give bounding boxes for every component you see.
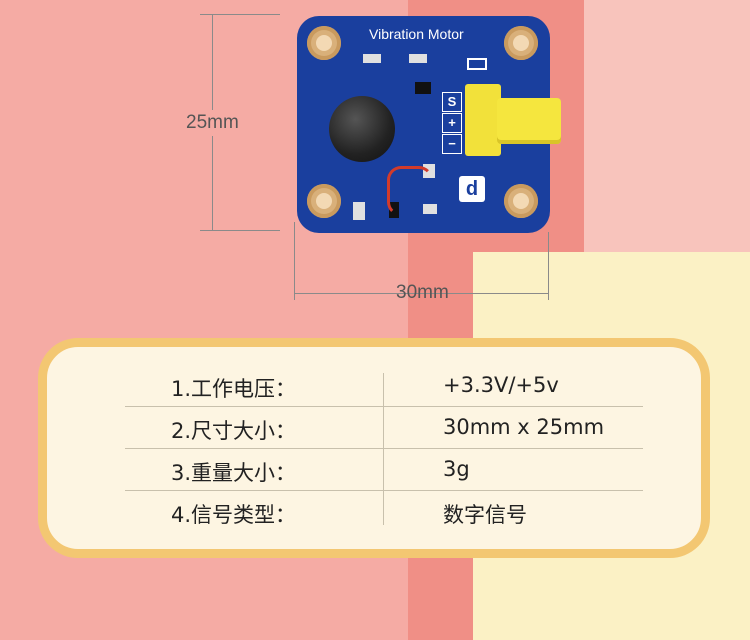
led — [467, 58, 487, 70]
spec-value: +3.3V/+5v — [443, 373, 559, 397]
spec-card: 1.工作电压： +3.3V/+5v 2.尺寸大小： 30mm x 25mm 3.… — [38, 338, 710, 558]
mounting-hole-top-right — [504, 26, 538, 60]
transistor — [415, 82, 431, 94]
spec-value: 数字信号 — [443, 503, 527, 527]
spec-label: 2.尺寸大小： — [171, 419, 297, 443]
resistor — [363, 54, 381, 63]
spec-row: 3.重量大小： 3g — [125, 449, 643, 491]
width-dimension-label: 30mm — [396, 282, 449, 303]
board-title: Vibration Motor — [369, 26, 464, 42]
height-dimension-label: 25mm — [186, 110, 239, 136]
width-dimension-left-tick — [294, 222, 295, 300]
pin-header — [465, 84, 501, 156]
spec-label: 1.工作电压： — [171, 377, 297, 401]
pin-label-signal: S — [442, 92, 462, 112]
spec-value: 3g — [443, 457, 470, 481]
brand-logo: d — [459, 176, 485, 202]
pin-label-vcc: + — [442, 113, 462, 133]
spec-table: 1.工作电压： +3.3V/+5v 2.尺寸大小： 30mm x 25mm 3.… — [125, 365, 643, 532]
height-dimension-bottom-tick — [200, 230, 280, 231]
vibration-motor-board: Vibration Motor S + − d — [297, 16, 561, 233]
mounting-hole-bottom-right — [504, 184, 538, 218]
motor-wire — [387, 166, 433, 216]
column-divider — [383, 373, 384, 525]
spec-label: 4.信号类型： — [171, 503, 297, 527]
spec-row: 1.工作电压： +3.3V/+5v — [125, 365, 643, 407]
spec-value: 30mm x 25mm — [443, 415, 605, 439]
pin-label-gnd: − — [442, 134, 462, 154]
mounting-hole-bottom-left — [307, 184, 341, 218]
width-dimension-right-tick — [548, 232, 549, 300]
height-dimension-top-tick — [200, 14, 280, 15]
mounting-hole-top-left — [307, 26, 341, 60]
resistor — [409, 54, 427, 63]
connector-plug — [497, 98, 561, 144]
spec-row: 2.尺寸大小： 30mm x 25mm — [125, 407, 643, 449]
width-dimension-line — [294, 293, 549, 294]
spec-label: 3.重量大小： — [171, 461, 297, 485]
vibration-motor — [329, 96, 395, 162]
capacitor — [353, 202, 365, 220]
spec-row: 4.信号类型： 数字信号 — [125, 491, 643, 532]
